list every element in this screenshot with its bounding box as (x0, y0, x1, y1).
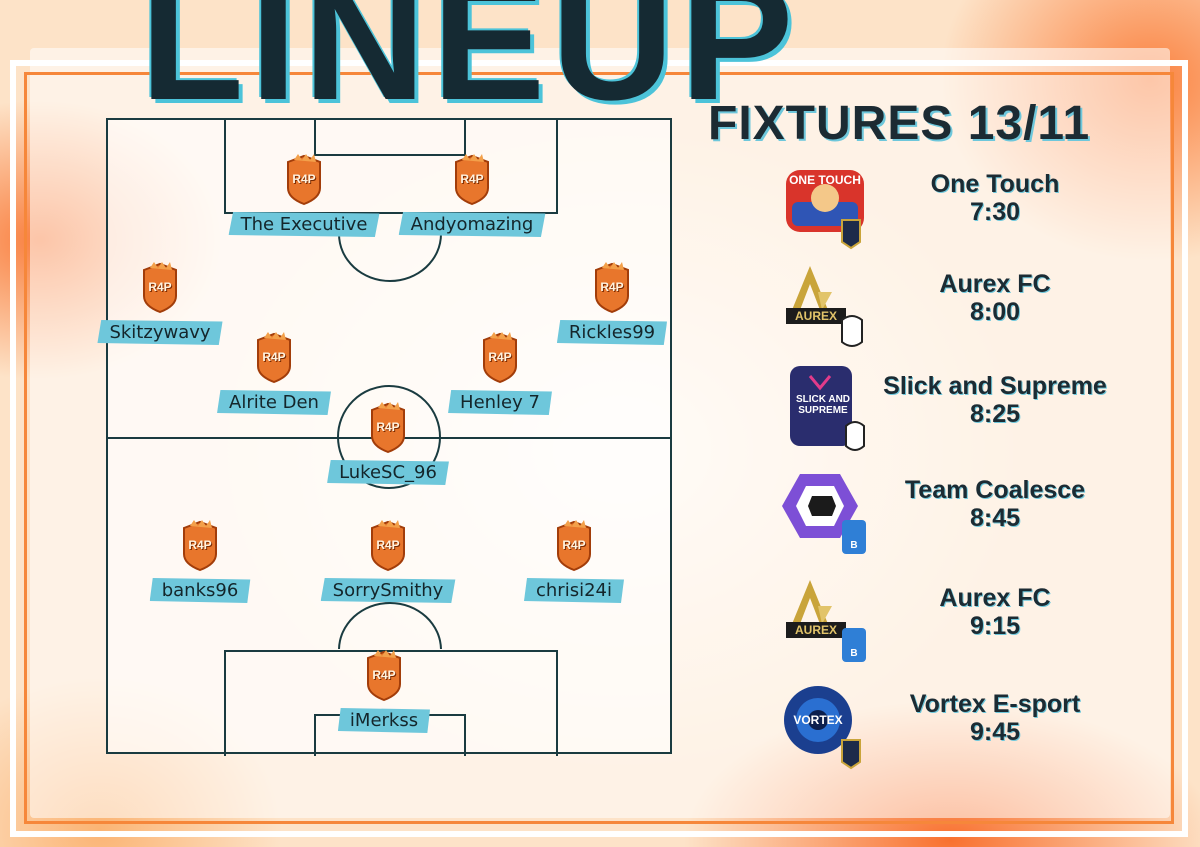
player-card: R4P Rickles99 (542, 262, 682, 354)
player-card: R4P LukeSC_96 (318, 402, 458, 494)
top-goal-box (314, 118, 466, 156)
player-name: banks96 (149, 578, 251, 603)
fixture-team: Vortex E-sport (909, 690, 1081, 718)
fixture-time: 8:00 (969, 298, 1021, 326)
vortex-esport-logo-icon: VORTEX (780, 682, 870, 772)
r4p-badge-icon: R4P (452, 154, 492, 206)
r4p-badge-icon: R4P (554, 520, 594, 572)
player-name: Henley 7 (448, 390, 552, 415)
r4p-badge-icon: R4P (368, 520, 408, 572)
bottom-penalty-box (224, 650, 558, 756)
r4p-badge-icon: R4P (284, 154, 324, 206)
player-name: SorrySmithy (320, 578, 456, 603)
one-touch-logo-icon: ONE TOUCH (780, 162, 870, 252)
fixture-time: 9:45 (969, 718, 1021, 746)
fixture-time: 9:15 (969, 612, 1021, 640)
r4p-badge-icon: R4P (480, 332, 520, 384)
fixture-item: SLICK AND SUPREME Slick and Supreme 8:25 (770, 364, 1130, 460)
player-name: Rickles99 (556, 320, 668, 345)
svg-text:B: B (850, 540, 857, 551)
player-card: R4P Andyomazing (398, 154, 546, 246)
fixture-team: Slick and Supreme (883, 372, 1107, 400)
team-coalesce-logo-icon: B (780, 468, 870, 558)
player-name: Skitzywavy (97, 320, 223, 345)
fixture-team: Aurex FC (939, 584, 1051, 612)
fixture-item: B Team Coalesce 8:45 (770, 468, 1130, 564)
player-card: R4P SorrySmithy (318, 520, 458, 612)
player-card: R4P Alrite Den (204, 332, 344, 424)
player-card: R4P iMerkss (314, 650, 454, 742)
top-penalty-box (224, 118, 558, 214)
player-name: Alrite Den (217, 390, 331, 415)
r4p-badge-icon: R4P (592, 262, 632, 314)
player-card: R4P The Executive (228, 154, 380, 246)
fixture-item: VORTEX Vortex E-sport 9:45 (770, 682, 1130, 778)
player-card: R4P chrisi24i (504, 520, 644, 612)
r4p-badge-icon: R4P (254, 332, 294, 384)
r4p-badge-icon: R4P (140, 262, 180, 314)
fixture-item: B AUREX Aurex FC 9:15 (770, 576, 1130, 672)
fixture-time: 8:45 (969, 504, 1021, 532)
fixture-team: Aurex FC (939, 270, 1051, 298)
lineup-title: LINEUP (140, 0, 800, 136)
center-circle (337, 385, 441, 489)
fixture-team: Team Coalesce (904, 476, 1086, 504)
player-card: R4P Skitzywavy (90, 262, 230, 354)
aurex-fc-logo-icon: B AUREX (780, 576, 870, 666)
player-name: iMerkss (337, 708, 431, 733)
player-name: LukeSC_96 (327, 460, 449, 485)
fixture-item: AUREX Aurex FC 8:00 (770, 262, 1130, 358)
fixture-time: 8:25 (969, 400, 1021, 428)
fixtures-title: FIXTURES 13/11 (708, 97, 1091, 150)
r4p-badge-icon: R4P (368, 402, 408, 454)
player-name: The Executive (228, 212, 380, 237)
r4p-badge-icon: R4P (364, 650, 404, 702)
fixture-item: ONE TOUCH One Touch 7:30 (770, 162, 1130, 258)
svg-text:B: B (850, 648, 857, 659)
fixture-team: One Touch (930, 170, 1060, 198)
player-name: Andyomazing (398, 212, 546, 237)
player-name: chrisi24i (524, 578, 624, 603)
slick-and-supreme-logo-icon: SLICK AND SUPREME (780, 364, 870, 454)
r4p-badge-icon: R4P (180, 520, 220, 572)
aurex-fc-logo-icon: AUREX (780, 262, 870, 352)
player-card: R4P Henley 7 (430, 332, 570, 424)
fixture-time: 7:30 (969, 198, 1021, 226)
player-card: R4P banks96 (130, 520, 270, 612)
